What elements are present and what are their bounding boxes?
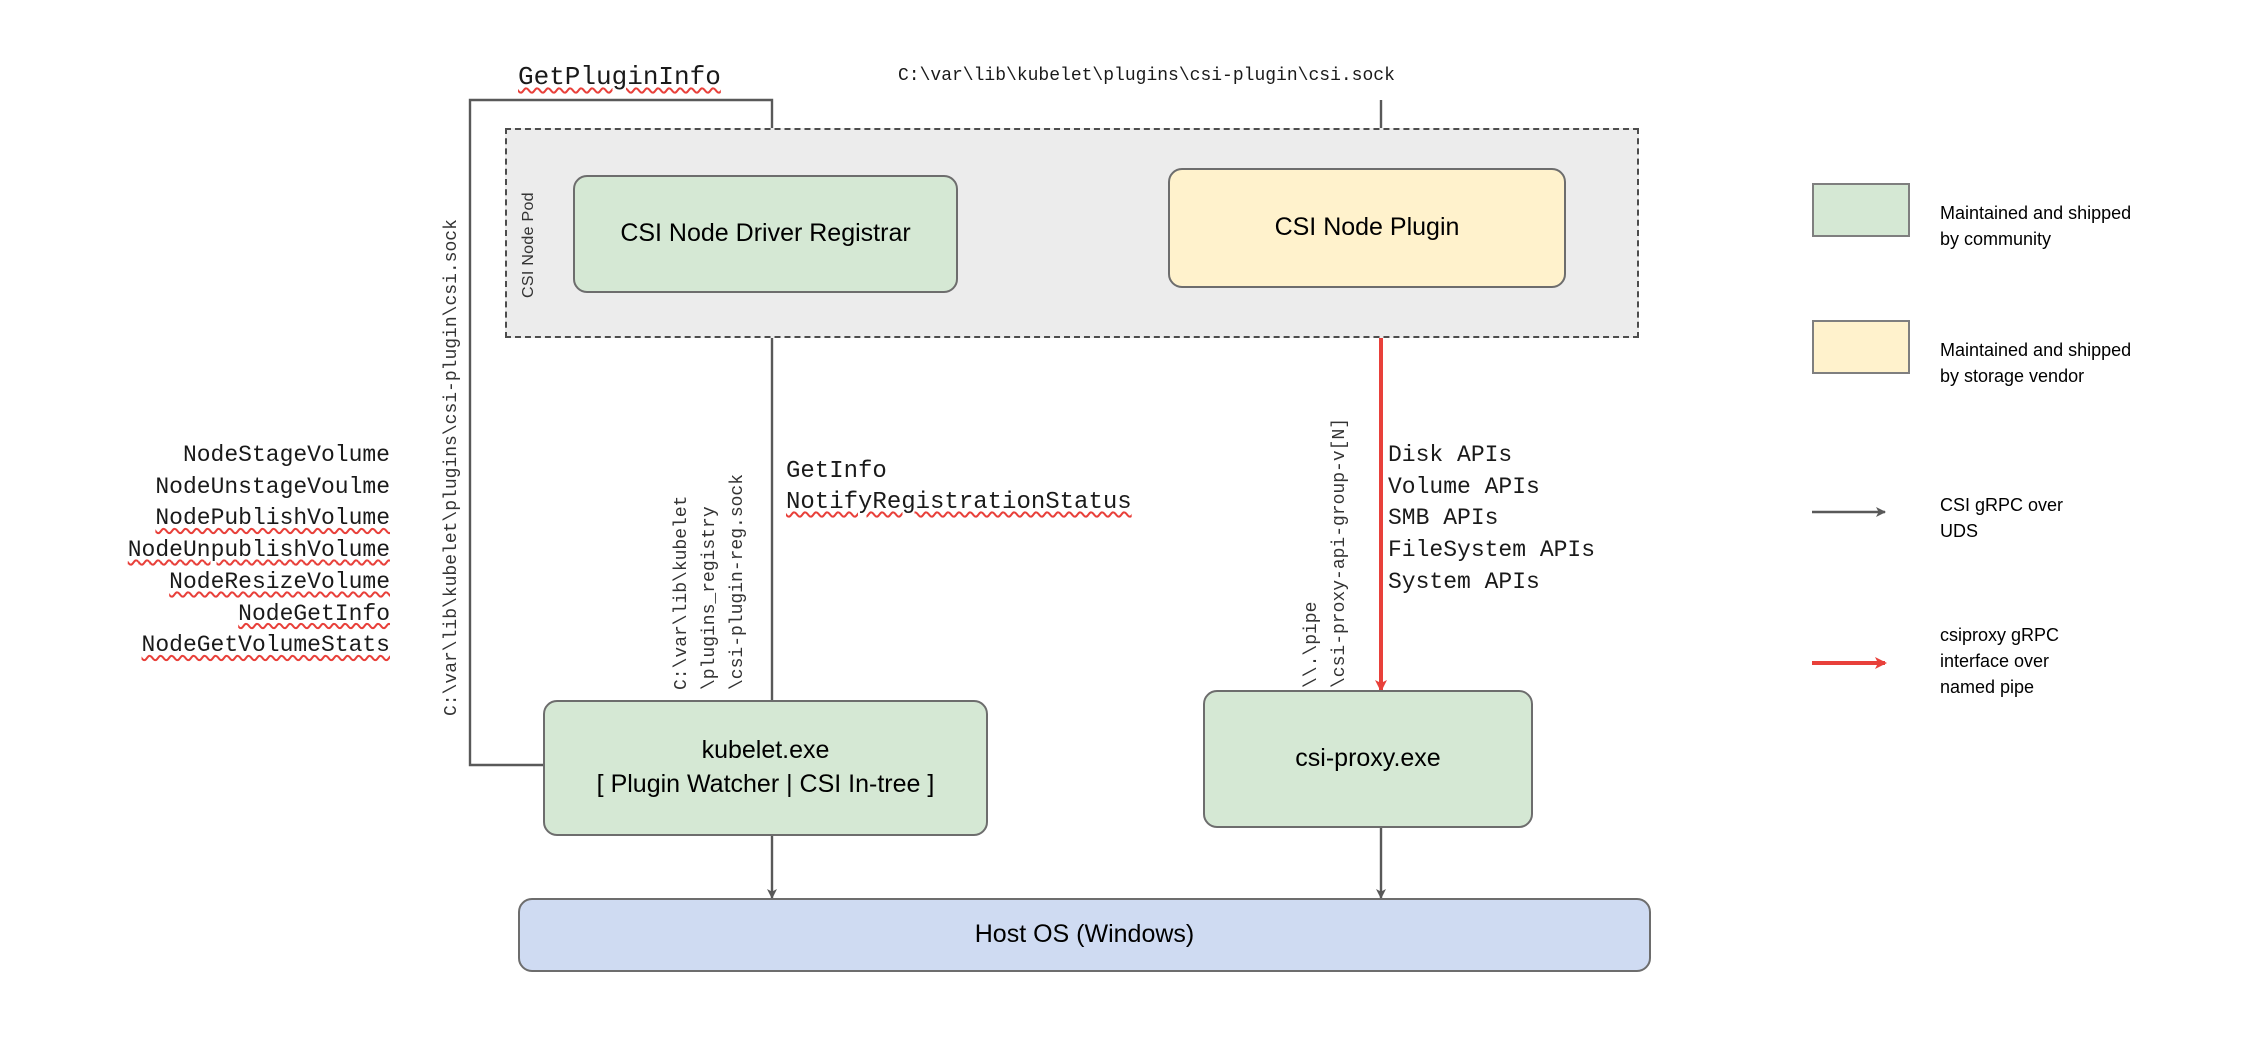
csi-proxy-api-item: FileSystem APIs: [1388, 537, 1596, 564]
csi-proxy-api-item: System APIs: [1388, 568, 1540, 595]
legend-text-csiproxy-named-pipe: csiproxy gRPC interface over named pipe: [1940, 625, 2060, 698]
label-registry-path-line3: \csi-plugin-reg.sock: [728, 473, 748, 690]
label-csi-sock-path-top: C:\var\lib\kubelet\plugins\csi-plugin\cs…: [898, 66, 1395, 86]
legend-swatch-community: [1812, 183, 1910, 237]
kubelet-subtitle: [ Plugin Watcher | CSI In-tree ]: [596, 770, 935, 798]
csi-node-pod-label: CSI Node Pod: [520, 192, 537, 298]
kubelet-title: kubelet.exe: [701, 736, 830, 765]
label-getinfo: GetInfo: [786, 458, 887, 485]
rpc-call-item: NodeGetInfo: [238, 600, 390, 627]
node-label: CSI Node Driver Registrar: [620, 219, 911, 248]
rpc-call-item: NodeStageVolume: [182, 442, 390, 468]
node-label: Host OS (Windows): [974, 920, 1195, 949]
node-kubelet-exe[interactable]: kubelet.exe [ Plugin Watcher | CSI In-tr…: [543, 700, 988, 836]
rpc-call-item: NodeResizeVolume: [169, 568, 390, 595]
label-pipe-line2: \csi-proxy-api-group-v[N]: [1330, 417, 1350, 688]
node-csi-node-plugin[interactable]: CSI Node Plugin: [1168, 168, 1566, 288]
node-csi-node-driver-registrar[interactable]: CSI Node Driver Registrar: [573, 175, 958, 293]
legend-text-csi-grpc-uds: CSI gRPC over UDS: [1940, 495, 2064, 542]
csi-proxy-api-item: Disk APIs: [1388, 442, 1513, 468]
label-csi-sock-path-vertical: C:\var\lib\kubelet\plugins\csi-plugin\cs…: [442, 219, 462, 716]
rpc-call-item: NodePublishVolume: [155, 505, 390, 532]
rpc-call-item: NodeUnstageVoulme: [155, 473, 390, 500]
label-pipe-line1: \\.\pipe: [1302, 601, 1322, 688]
label-registry-path-line2: \plugins_registry: [700, 506, 720, 690]
node-label: csi-proxy.exe: [1295, 744, 1441, 773]
node-label: CSI Node Plugin: [1274, 213, 1460, 242]
legend-text-community: Maintained and shipped by community: [1940, 203, 2132, 250]
rpc-call-item: NodeGetVolumeStats: [141, 632, 390, 659]
label-registry-path-line1: C:\var\lib\kubelet: [672, 495, 692, 690]
wire-getplugininfo: [468, 98, 774, 767]
label-getplugininfo: GetPluginInfo: [518, 62, 721, 92]
node-host-os[interactable]: Host OS (Windows): [518, 898, 1651, 972]
rpc-call-item: NodeUnpublishVolume: [127, 537, 390, 564]
csi-proxy-api-item: SMB APIs: [1388, 505, 1499, 532]
legend-text-storage-vendor: Maintained and shipped by storage vendor: [1940, 340, 2132, 387]
node-csi-proxy-exe[interactable]: csi-proxy.exe: [1203, 690, 1533, 828]
legend-swatch-storage-vendor: [1812, 320, 1910, 374]
csi-proxy-api-item: Volume APIs: [1388, 473, 1540, 500]
label-notifyregistrationstatus: NotifyRegistrationStatus: [786, 489, 1132, 516]
